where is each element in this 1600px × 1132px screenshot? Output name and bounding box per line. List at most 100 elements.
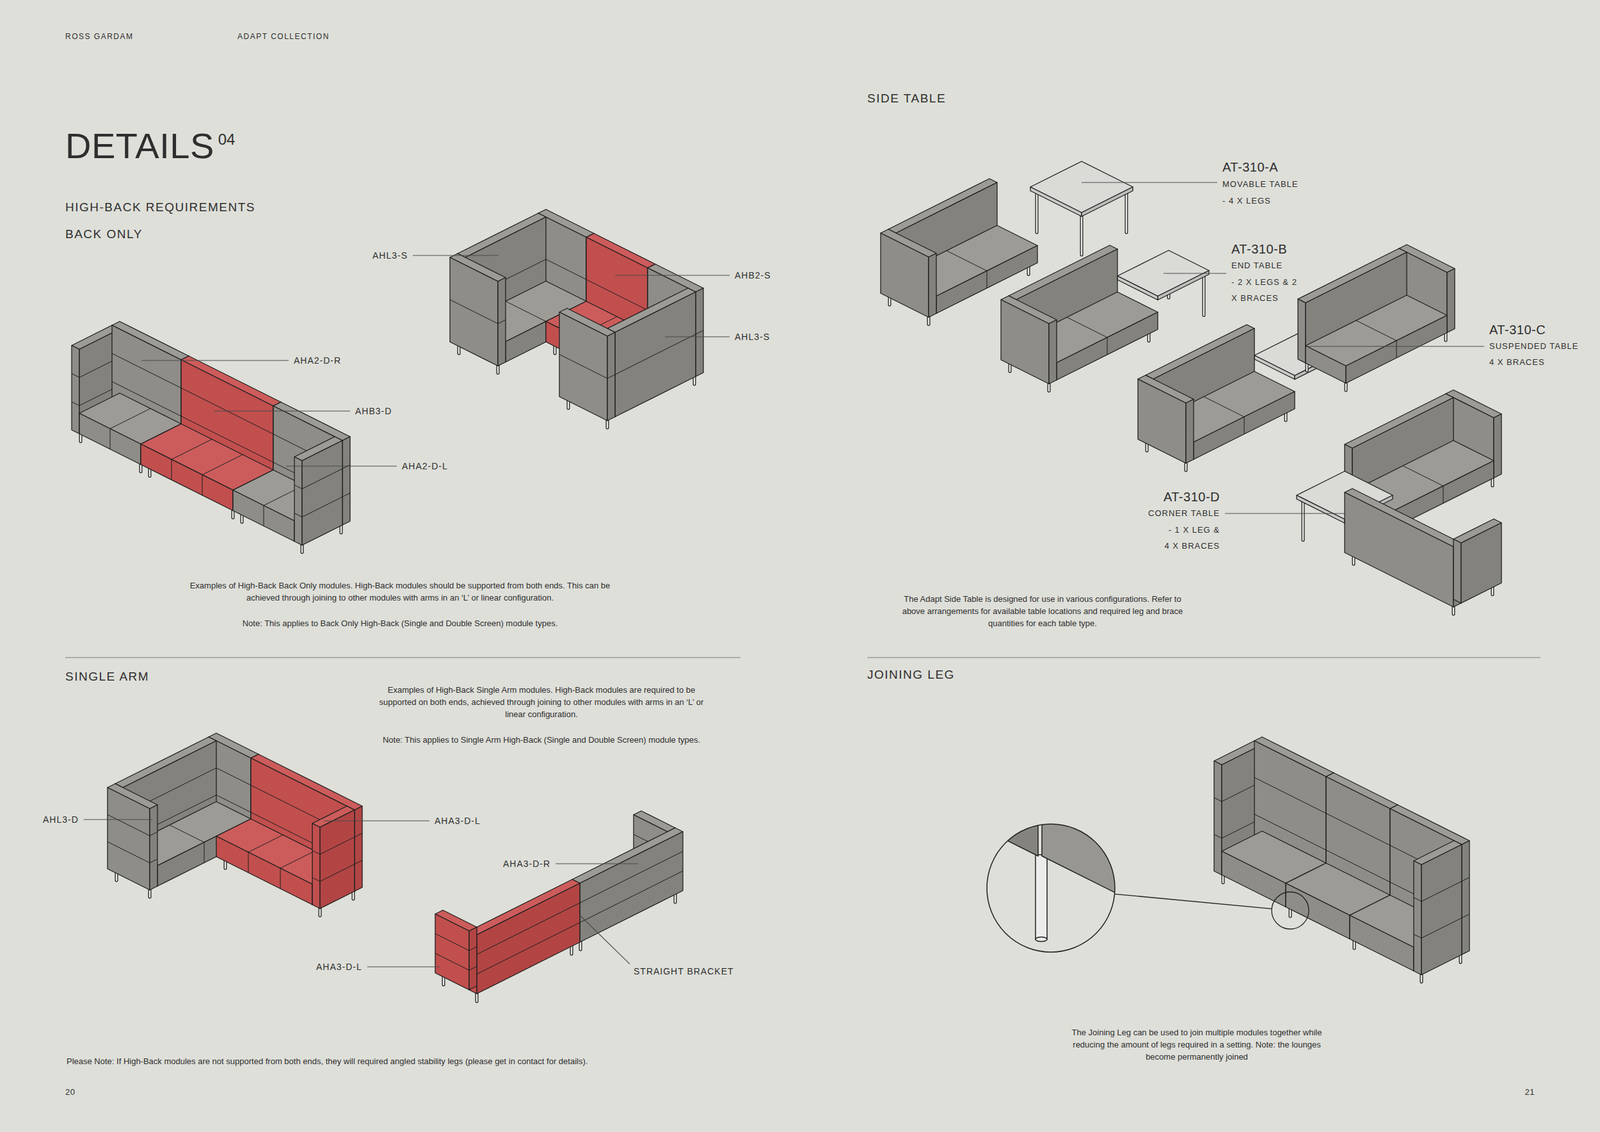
cushion-line — [946, 250, 987, 272]
cushion-line — [615, 334, 696, 375]
furniture-figure — [449, 209, 704, 428]
cushion-line — [1214, 833, 1222, 838]
furniture-face — [469, 926, 477, 990]
furniture-face — [1493, 414, 1502, 479]
caption-text: The Adapt Side Table is designed for use… — [901, 592, 1184, 630]
cushion-line — [248, 834, 283, 852]
magnifier — [967, 804, 1309, 952]
furniture-face — [1137, 378, 1186, 464]
cushion-line — [1461, 876, 1470, 881]
furniture-face — [342, 436, 351, 525]
leader-line — [579, 915, 630, 964]
cushion-line — [1066, 317, 1108, 338]
cushion-line — [449, 299, 498, 324]
furniture-face — [320, 809, 355, 909]
cushion-line — [280, 867, 281, 889]
table-code: AT-310-A — [1222, 159, 1279, 175]
furniture-face — [1193, 391, 1295, 460]
cushion-line — [107, 841, 150, 863]
cushion-line — [1461, 913, 1470, 918]
brand-text: ROSS GARDAM — [65, 32, 134, 41]
cushion-line — [1421, 880, 1462, 902]
leader-line — [664, 336, 730, 337]
furniture-face — [1461, 840, 1470, 955]
table-spec: END TABLE — [1231, 260, 1283, 271]
furniture-face — [497, 277, 506, 367]
table-spec: MOVABLE TABLE — [1222, 179, 1299, 190]
cushion-line — [110, 428, 111, 450]
cushion-line — [607, 374, 616, 379]
furniture-face — [294, 456, 303, 546]
cushion-line — [171, 459, 173, 480]
cushion-line — [320, 836, 355, 854]
part-code: AHA3-D-L — [316, 961, 363, 973]
furniture-face — [232, 490, 295, 542]
cushion-line — [294, 513, 303, 518]
cushion-line — [280, 850, 315, 868]
furniture-face — [1421, 844, 1462, 975]
furniture-face — [449, 257, 498, 367]
leg-outline — [1202, 274, 1206, 316]
furniture-figure — [107, 732, 363, 916]
furniture-face — [607, 332, 616, 421]
leader-line — [1224, 512, 1345, 514]
cushion-line — [1254, 776, 1327, 813]
cushion-line — [294, 485, 303, 489]
furniture-face — [107, 787, 150, 890]
leader-line — [1163, 272, 1227, 274]
table-spec: CORNER TABLE — [1148, 508, 1220, 519]
cushion-line — [302, 468, 343, 489]
furniture-face — [615, 291, 696, 417]
cushion-line — [435, 933, 470, 951]
furniture-face — [149, 804, 158, 890]
table-code: AT-310-B — [1231, 241, 1288, 257]
divider-rule — [65, 656, 741, 658]
table-code: AT-310-D — [1163, 488, 1220, 505]
cushion-line — [248, 851, 249, 873]
subsection-heading: BACK ONLY — [65, 227, 143, 242]
detail-marker — [1271, 891, 1309, 929]
cushion-line — [505, 301, 546, 322]
furniture-face — [1345, 315, 1448, 384]
furniture-face — [1185, 399, 1194, 464]
leg-fill — [1080, 213, 1083, 255]
leader-line — [83, 818, 153, 820]
section-heading: JOINING LEG — [867, 667, 955, 683]
table-spec: 4 X BRACES — [1489, 357, 1545, 368]
cushion-line — [1443, 485, 1444, 504]
cushion-line — [312, 849, 320, 854]
section-heading: SIDE TABLE — [867, 91, 946, 107]
leg-foot — [1035, 936, 1048, 942]
caption-text: Examples of High-Back Single Arm modules… — [368, 683, 715, 720]
furniture-face — [1297, 298, 1306, 363]
leader-line — [323, 819, 430, 821]
section-heading: HIGH-BACK REQUIREMENTS — [65, 200, 256, 216]
part-code: AHL3-S — [734, 331, 770, 343]
leader-line — [286, 465, 397, 466]
furniture-face — [1413, 860, 1422, 975]
leader-line — [141, 359, 289, 361]
furniture-face — [1030, 186, 1082, 217]
furniture-face — [312, 823, 320, 909]
part-code: AHA3-D-L — [434, 815, 481, 827]
cushion-line — [149, 831, 158, 836]
leg-outline — [1035, 190, 1039, 233]
leader-lines — [83, 182, 1485, 967]
note-text: Note: This applies to Back Only High-Bac… — [176, 616, 624, 630]
cushion-line — [171, 439, 212, 460]
caption-text: The Joining Leg can be used to join mult… — [1062, 1025, 1332, 1063]
furniture-face — [695, 288, 704, 377]
seat-face-detail — [967, 804, 1039, 856]
furniture-face — [1157, 270, 1209, 301]
seat-face-detail — [1041, 804, 1135, 902]
leg-fill — [1203, 274, 1205, 316]
leader-line — [615, 274, 730, 276]
furniture-face — [1056, 312, 1158, 381]
leg-detail — [1035, 854, 1048, 939]
leader-line — [1308, 345, 1485, 347]
cushion-line — [202, 454, 243, 475]
cushion-line — [1244, 416, 1245, 434]
collection-text: ADAPT COLLECTION — [237, 32, 330, 41]
furniture-face — [435, 913, 470, 991]
